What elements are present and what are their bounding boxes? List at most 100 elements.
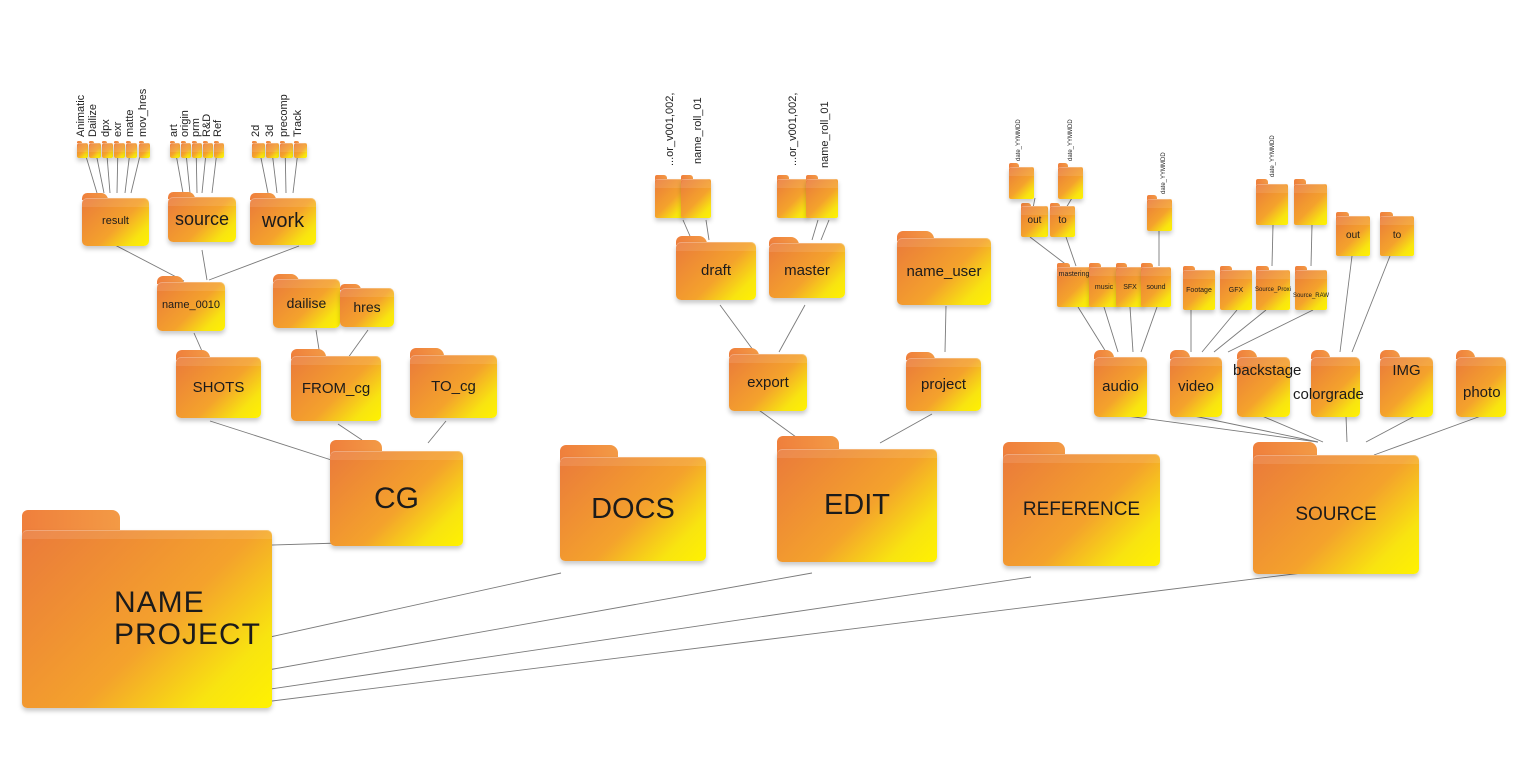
folder-source-leaf-3[interactable] xyxy=(192,141,202,158)
folder-result-leaf-6[interactable] xyxy=(138,141,151,158)
connector-line-14 xyxy=(208,245,300,281)
folder-result-leaf-1[interactable] xyxy=(77,141,89,158)
folder-sound[interactable]: sound xyxy=(1141,263,1171,307)
folder-date-4[interactable] xyxy=(1256,179,1288,225)
folder-source-leaf-4[interactable] xyxy=(203,141,213,158)
folder-to-cg-label: TO_cg xyxy=(431,377,476,395)
date-label-3: date_YYMMDD xyxy=(1161,152,1167,194)
folder-docs[interactable]: DOCS xyxy=(560,445,706,561)
folder-mastering-to-label: to xyxy=(1058,215,1067,227)
folder-date-3[interactable] xyxy=(1147,195,1172,231)
folder-gfx-label: GFX xyxy=(1228,286,1244,294)
folder-img-label: IMG xyxy=(1392,361,1421,379)
folder-source-leaf-5[interactable] xyxy=(214,141,224,158)
folder-source-leaf-1[interactable] xyxy=(170,141,180,158)
connector-line-5 xyxy=(231,572,1303,707)
connector-line-33 xyxy=(1140,306,1158,353)
connector-line-16 xyxy=(879,413,933,444)
folder-colorgrade-out[interactable]: out xyxy=(1336,212,1370,256)
folder-source-proxi[interactable]: Source_Proxi xyxy=(1255,266,1291,310)
folder-source-cg[interactable]: source xyxy=(168,192,236,242)
work-leaf-label-4: Track xyxy=(292,109,304,137)
folder-source-raw[interactable]: Source_RAW xyxy=(1293,266,1329,310)
folder-export[interactable]: export xyxy=(729,348,807,411)
folder-result-leaf-5[interactable] xyxy=(126,141,138,158)
folder-shots[interactable]: SHOTS xyxy=(176,350,261,418)
folder-mastering-out[interactable]: out xyxy=(1021,203,1048,237)
folder-sfx[interactable]: SFX xyxy=(1116,263,1144,307)
folder-source-leaf-2[interactable] xyxy=(181,141,191,158)
root-folder-name-project[interactable]: NAME PROJECT xyxy=(22,510,272,708)
folder-video[interactable]: video xyxy=(1170,350,1222,417)
connector-line-32 xyxy=(1129,306,1134,353)
folder-music[interactable]: music xyxy=(1089,263,1119,307)
folder-project[interactable]: project xyxy=(906,352,981,411)
folder-music-label: music xyxy=(1094,283,1114,291)
folder-from-cg-label: FROM_cg xyxy=(301,379,371,397)
folder-video-label: video xyxy=(1178,377,1214,395)
folder-work-leaf-2[interactable] xyxy=(266,141,279,158)
folder-result-leaf-4[interactable] xyxy=(113,141,126,158)
result-leaf-label-6: mov_hres xyxy=(136,88,149,137)
folder-hres-label: hres xyxy=(353,299,381,316)
folder-dailise[interactable]: dailise xyxy=(273,274,340,328)
date-label-2: date_YYMMDD xyxy=(1068,119,1074,161)
folder-audio[interactable]: audio xyxy=(1094,350,1147,417)
folder-date-1[interactable] xyxy=(1009,163,1034,199)
folder-hres[interactable]: hres xyxy=(340,284,394,327)
folder-photo-label: photo xyxy=(1463,384,1501,401)
folder-master-item-2[interactable] xyxy=(806,175,838,218)
folder-draft-item-2[interactable] xyxy=(681,175,711,218)
folder-work-leaf-4[interactable] xyxy=(294,141,307,158)
folder-result-label: result xyxy=(102,215,129,228)
connector-line-24 xyxy=(1126,415,1319,443)
connector-line-12 xyxy=(112,243,185,282)
folder-from-cg[interactable]: FROM_cg xyxy=(291,349,381,421)
folder-name-user-label: name_user xyxy=(906,262,982,280)
folder-mastering-to[interactable]: to xyxy=(1050,203,1075,237)
folder-result-leaf-3[interactable] xyxy=(101,141,114,158)
folder-name-0010-label: name_0010 xyxy=(161,299,221,312)
connector-line-25 xyxy=(1193,415,1319,443)
folder-work-leaf-3[interactable] xyxy=(280,141,293,158)
connector-line-36 xyxy=(1213,309,1267,353)
connector-line-13 xyxy=(201,249,208,281)
folder-cg[interactable]: CG xyxy=(330,440,463,546)
connector-line-18 xyxy=(778,304,806,353)
folder-mastering-label: mastering xyxy=(1058,271,1090,279)
work-leaf-label-3: precomp xyxy=(278,94,290,137)
folder-audio-label: audio xyxy=(1102,377,1139,395)
folder-colorgrade-label: colorgrade xyxy=(1293,386,1364,403)
connector-line-39 xyxy=(1065,236,1077,267)
folder-reference[interactable]: REFERENCE xyxy=(1003,442,1160,566)
folder-name-0010[interactable]: name_0010 xyxy=(157,276,225,331)
folder-img[interactable]: IMG xyxy=(1380,350,1433,417)
folder-colorgrade[interactable] xyxy=(1311,350,1360,417)
folder-result[interactable]: result xyxy=(82,193,149,246)
folder-result-leaf-2[interactable] xyxy=(89,141,101,158)
folder-photo[interactable] xyxy=(1456,350,1506,417)
folder-mastering[interactable]: mastering xyxy=(1057,263,1091,307)
folder-work-leaf-1[interactable] xyxy=(252,141,265,158)
folder-gfx[interactable]: GFX xyxy=(1220,266,1252,310)
folder-source[interactable]: SOURCE xyxy=(1253,442,1419,574)
folder-date-2[interactable] xyxy=(1058,163,1083,199)
folder-footage[interactable]: Footage xyxy=(1183,266,1215,310)
folder-to-cg[interactable]: TO_cg xyxy=(410,348,497,418)
folder-source-raw-sub[interactable] xyxy=(1294,179,1327,225)
folder-edit[interactable]: EDIT xyxy=(777,436,937,562)
folder-master-item-1[interactable] xyxy=(777,175,809,218)
folder-draft-label: draft xyxy=(700,262,731,280)
work-leaf-label-2: 3d xyxy=(264,124,276,137)
folder-work[interactable]: work xyxy=(250,193,316,245)
connector-line-45 xyxy=(1339,255,1353,353)
connector-line-17 xyxy=(719,304,757,355)
folder-draft-item-1[interactable] xyxy=(655,175,685,218)
folder-name-user[interactable]: name_user xyxy=(897,231,991,305)
connector-line-46 xyxy=(1351,255,1391,353)
folder-draft[interactable]: draft xyxy=(676,236,756,300)
folder-backstage[interactable] xyxy=(1237,350,1290,417)
folder-colorgrade-to[interactable]: to xyxy=(1380,212,1414,256)
folder-master[interactable]: master xyxy=(769,237,845,298)
master-item-label-2: name_roll_01 xyxy=(819,101,831,168)
